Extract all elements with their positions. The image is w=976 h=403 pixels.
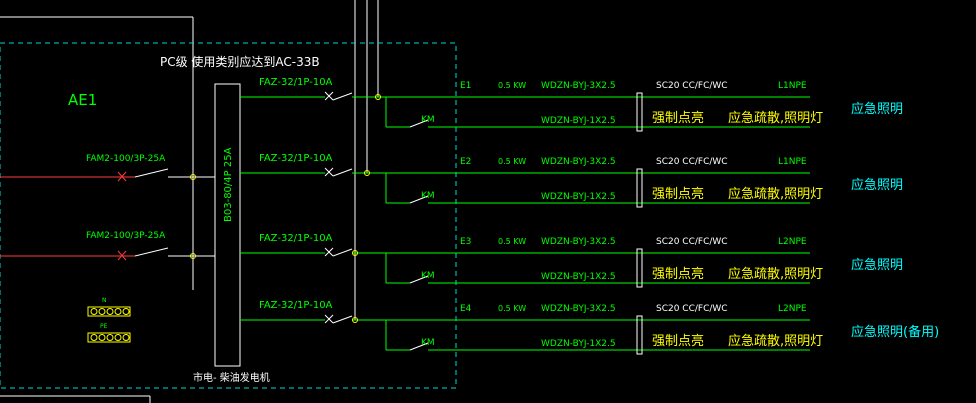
breaker-x-mark (324, 91, 334, 101)
ats-switch: B03-80/4P 25A (214, 83, 241, 367)
incomer-1-label: FAM2-100/3P-25A (86, 154, 166, 164)
ats-label: B03-80/4P 25A (223, 147, 234, 222)
cable-main-label: WDZN-BYJ-3X2.5 (541, 81, 616, 91)
power-label: 0.5 KW (498, 304, 526, 313)
breaker-contact (332, 168, 353, 177)
circuit-row: FAZ-32/1P-10A E2 0.5 KW WDZN-BYJ-3X2.5WDZN-… (240, 153, 903, 208)
panel-boundary (0, 42, 457, 389)
relay-label: KM (421, 115, 435, 125)
breaker-contact (332, 315, 353, 324)
breaker-contact (332, 248, 353, 257)
neutral-terminal-bar: N (87, 297, 131, 317)
breaker-x-mark (324, 247, 334, 257)
forced-on-label: 强制点亮 (652, 266, 704, 282)
conduit-label: SC20 CC/FC/WC (656, 237, 728, 247)
relay-contact (409, 119, 429, 128)
panel-title: PC级 使用类别应达到AC-33B (160, 54, 320, 69)
earth-terminal-bar: PE (87, 323, 131, 343)
circuit-id: E2 (460, 157, 471, 167)
power-label: 0.5 KW (498, 237, 526, 246)
panel-id: AE1 (68, 91, 97, 109)
relay-label: KM (421, 271, 435, 281)
earth-label: PE (100, 323, 108, 330)
ats-caption: 市电- 柴油发电机 (193, 371, 270, 384)
incomer-2: FAM2-100/3P-25A (0, 231, 215, 261)
terminal-block (636, 92, 643, 132)
relay-contact (409, 275, 429, 284)
forced-on-label: 强制点亮 (652, 110, 704, 126)
terminal-block (636, 248, 643, 288)
load-label: 应急照明(备用) (851, 324, 939, 340)
load-label: 应急照明 (851, 257, 903, 273)
breaker-label: FAZ-32/1P-10A (259, 300, 333, 311)
phase-label: L1NPE (778, 81, 807, 91)
circuit-id: E3 (460, 237, 471, 247)
evac-light-label: 应急疏散,照明灯 (728, 266, 823, 282)
conduit-label: SC20 CC/FC/WC (656, 81, 728, 91)
neutral-label: N (102, 297, 107, 304)
breaker-label: FAZ-32/1P-10A (259, 153, 333, 164)
phase-label: L1NPE (778, 157, 807, 167)
cable-ctrl-label: WDZN-BYJ-1X2.5 (541, 272, 616, 282)
incomer-2-label: FAM2-100/3P-25A (86, 231, 166, 241)
relay-label: KM (421, 338, 435, 348)
phase-label: L2NPE (778, 237, 807, 247)
conduit-label: SC20 CC/FC/WC (656, 304, 728, 314)
relay-contact (409, 195, 429, 204)
terminal-block (636, 168, 643, 208)
circuit-row: FAZ-32/1P-10A E1 0.5 KW WDZN-BYJ-3X2.5WDZN-… (240, 77, 903, 132)
terminal-block (636, 315, 643, 355)
conduit-label: SC20 CC/FC/WC (656, 157, 728, 167)
relay-contact (409, 342, 429, 351)
cable-main-label: WDZN-BYJ-3X2.5 (541, 157, 616, 167)
circuit-row: FAZ-32/1P-10A E4 0.5 KW WDZN-BYJ-3X2.5WDZN-… (240, 300, 939, 355)
circuit-row: FAZ-32/1P-10A E3 0.5 KW WDZN-BYJ-3X2.5WDZN-… (240, 233, 903, 288)
load-label: 应急照明 (851, 177, 903, 193)
relay-label: KM (421, 191, 435, 201)
power-label: 0.5 KW (498, 157, 526, 166)
panel-frame (0, 0, 379, 403)
cable-ctrl-label: WDZN-BYJ-1X2.5 (541, 116, 616, 126)
breaker-x-mark (324, 314, 334, 324)
cable-ctrl-label: WDZN-BYJ-1X2.5 (541, 339, 616, 349)
breaker-x-mark (324, 167, 334, 177)
breaker-contact (332, 92, 353, 101)
breaker-label: FAZ-32/1P-10A (259, 233, 333, 244)
bus-tap-dot (364, 170, 370, 176)
phase-label: L2NPE (778, 304, 807, 314)
circuit-id: E4 (460, 304, 472, 314)
breaker-label: FAZ-32/1P-10A (259, 77, 333, 88)
cable-main-label: WDZN-BYJ-3X2.5 (541, 304, 616, 314)
cable-ctrl-label: WDZN-BYJ-1X2.5 (541, 192, 616, 202)
bus-tap-dot (352, 317, 358, 323)
evac-light-label: 应急疏散,照明灯 (728, 186, 823, 202)
bus-tap-dot (352, 250, 358, 256)
cable-main-label: WDZN-BYJ-3X2.5 (541, 237, 616, 247)
bus-tap-dot (375, 94, 381, 100)
evac-light-label: 应急疏散,照明灯 (728, 110, 823, 126)
load-label: 应急照明 (851, 101, 903, 117)
circuit-id: E1 (460, 81, 471, 91)
evac-light-label: 应急疏散,照明灯 (728, 333, 823, 349)
forced-on-label: 强制点亮 (652, 333, 704, 349)
incomer-1: FAM2-100/3P-25A (0, 154, 215, 182)
forced-on-label: 强制点亮 (652, 186, 704, 202)
power-label: 0.5 KW (498, 81, 526, 90)
